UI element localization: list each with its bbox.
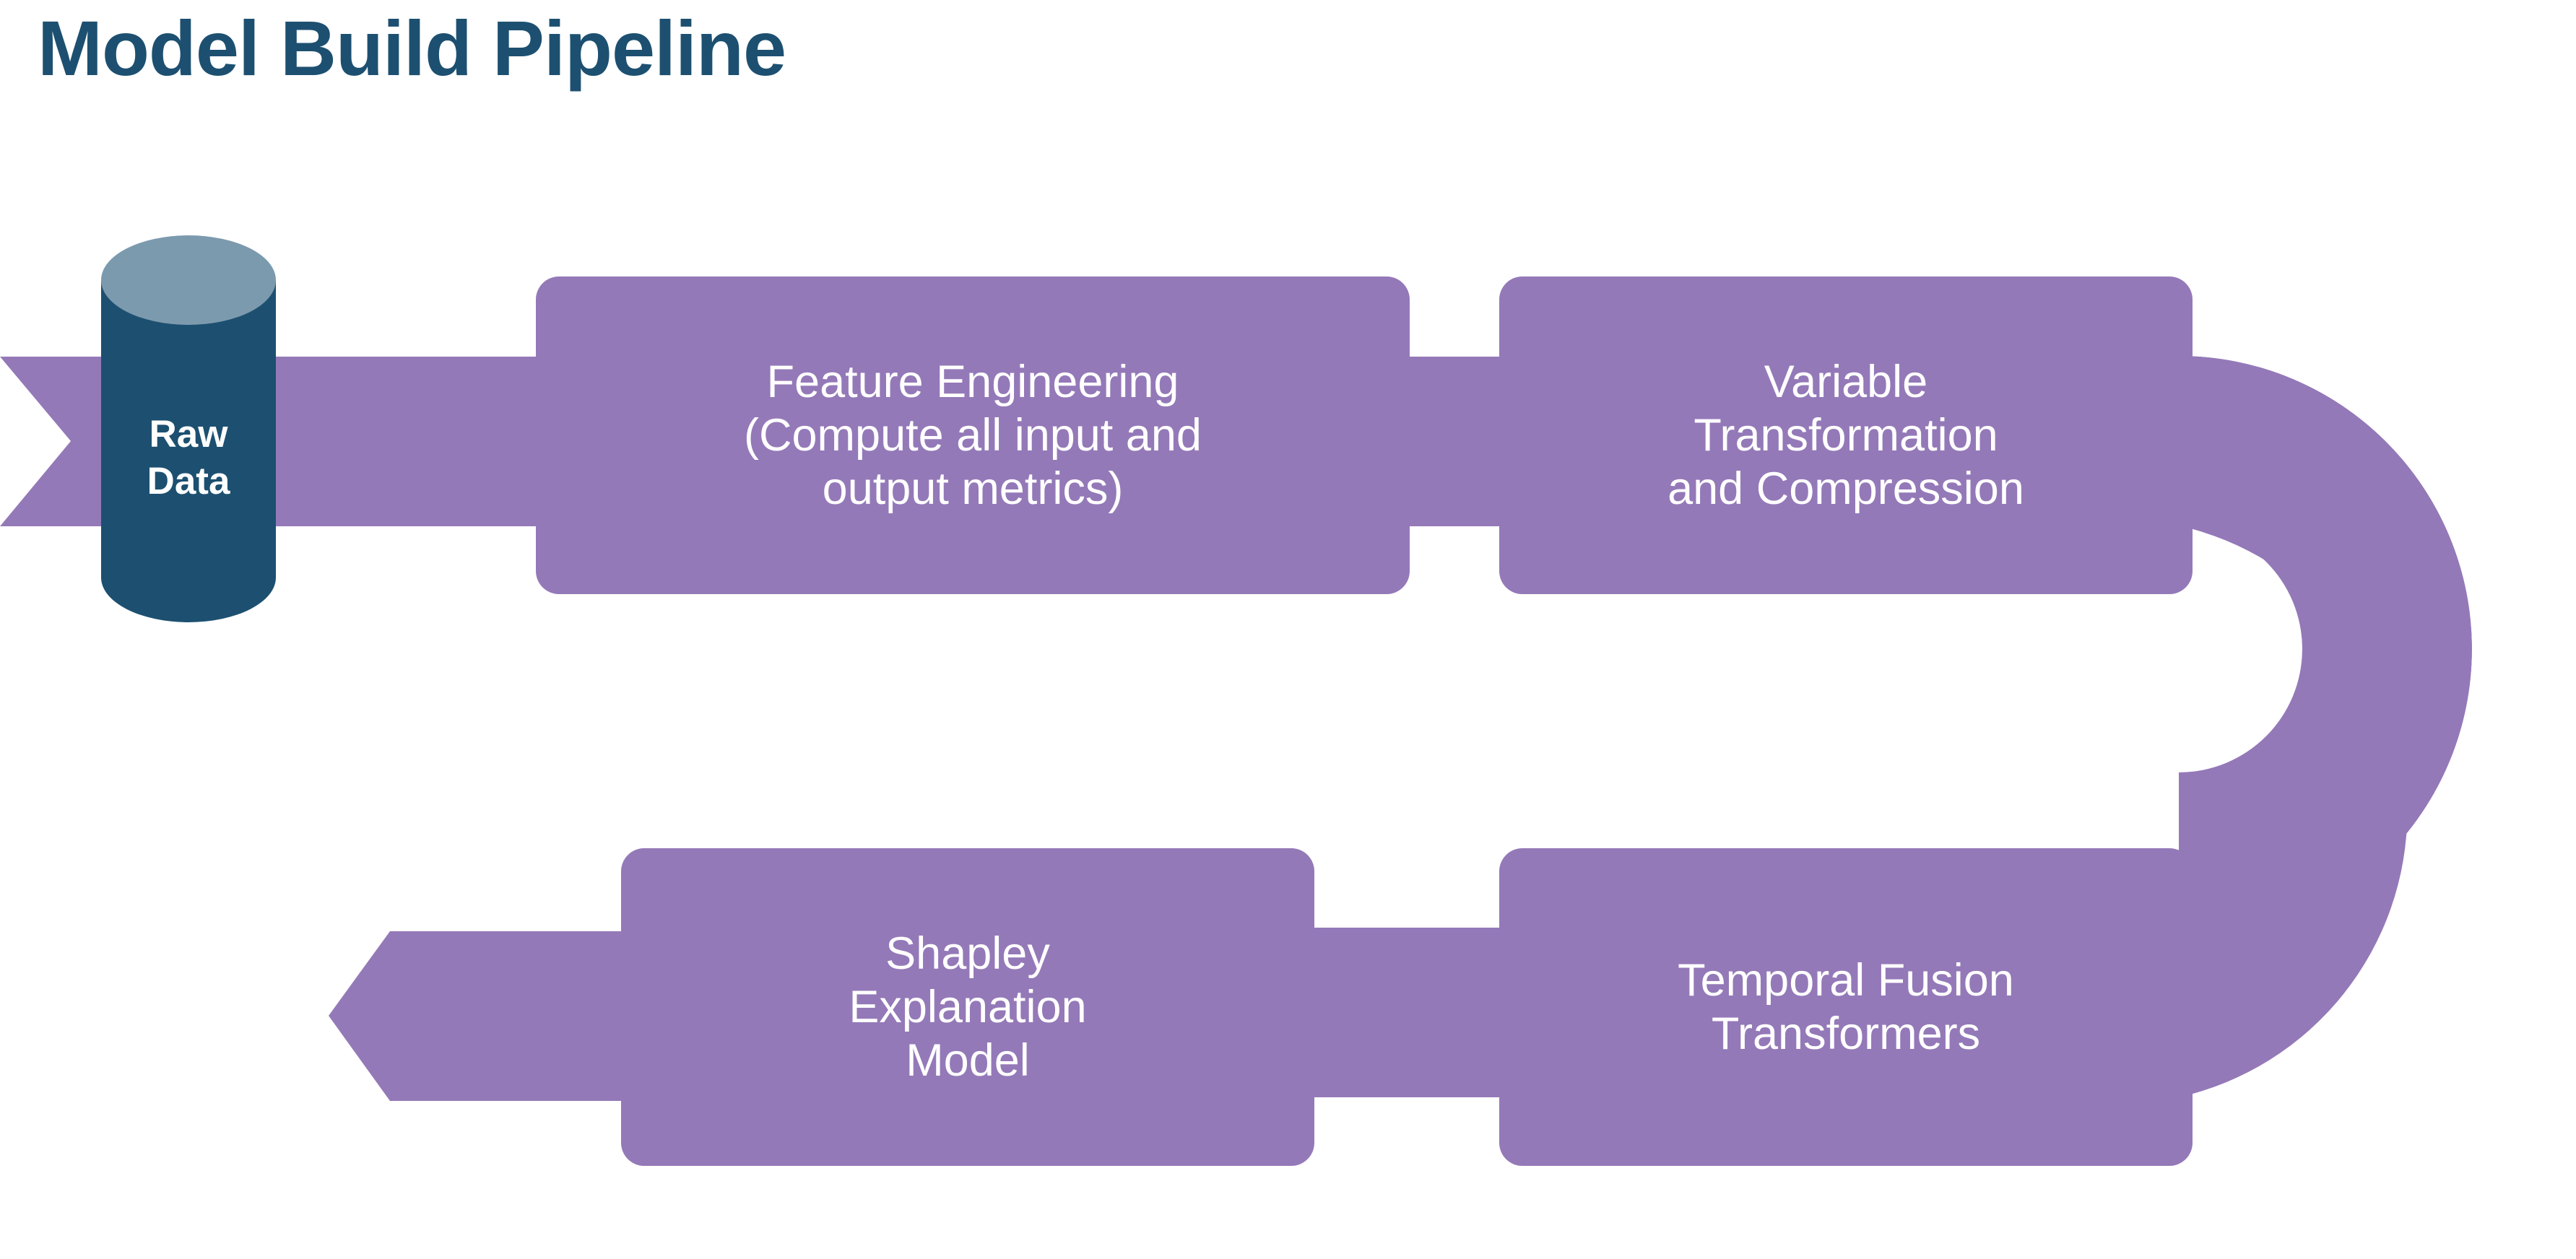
band-feature-to-variable: [1404, 357, 1505, 526]
shapley-explanation-model-label: ShapleyExplanationModel: [621, 848, 1314, 1166]
cylinder-top-ellipse: [101, 235, 276, 325]
u-turn-arc-band-lower: [2179, 356, 2472, 942]
band-tft-to-shapley: [1314, 928, 1509, 1097]
raw-data-label: RawData: [101, 404, 276, 513]
inbound-ribbon-tail: [0, 357, 114, 526]
temporal-fusion-transformers-label: Temporal FusionTransformers: [1499, 848, 2193, 1166]
feature-engineering-label: Feature Engineering(Compute all input an…: [536, 276, 1410, 594]
variable-transformation-label: VariableTransformationand Compression: [1499, 276, 2193, 594]
outbound-arrowhead: [329, 931, 630, 1101]
